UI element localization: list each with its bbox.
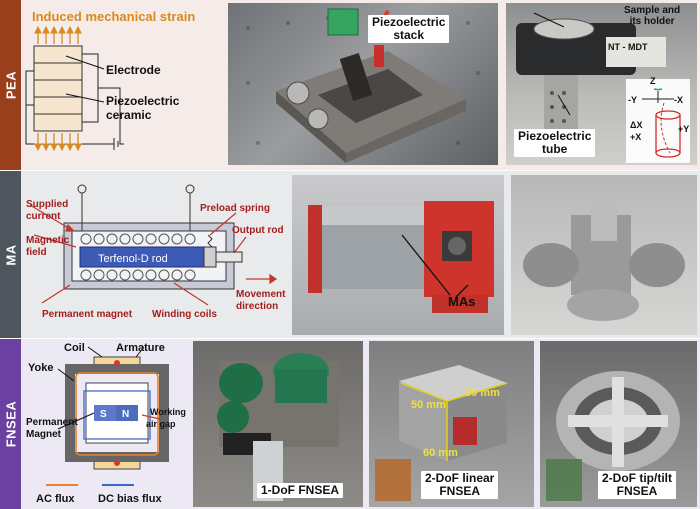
ceramic-label-2: ceramic [106,108,152,122]
pea-title: Induced mechanical strain [32,9,195,24]
axis-plus-y: +Y [678,124,690,134]
electrode-label: Electrode [106,63,161,77]
pea-tag-text: PEA [3,70,18,100]
fnsea-diagram: Coil Armature Yoke Permanent Magnet S N … [26,342,186,505]
n-pole: N [122,409,129,420]
fnsea-2dof-linear-caption: 2-DoF linear FNSEA [421,471,499,500]
ma-tag-text: MA [3,243,18,266]
linear-caption-2: FNSEA [439,484,481,499]
rod-label: Terfenol-D rod [98,253,168,265]
dc-flux-label: DC bias flux [98,493,162,505]
pea-row-tag: PEA [0,0,21,170]
supplied-label-2: current [26,211,61,222]
axis-delta-x: ΔX [630,120,643,130]
working-label-1: Working [150,407,186,417]
fnsea-2dof-tiptilt-photo: 2-DoF tip/tilt FNSEA [540,341,697,507]
pea-diagram: Induced mechanical strain Electrode Piez… [25,9,195,152]
armature-label: Armature [116,342,165,354]
movement-label-2: direction [236,301,278,312]
movement-label-1: Movement [236,289,286,300]
stack-label: Piezoelectric stack [368,15,450,44]
pointer-lines [65,55,105,103]
dim-a: 50 mm [411,399,446,411]
pea-stack-photo: Piezoelectric stack [228,3,498,165]
axis-plus-x: +X [630,132,642,142]
dim-b: 50 mm [465,387,500,399]
axis-z: Z [650,76,656,86]
tiptilt-caption-1: 2-DoF tip/tilt [602,471,672,485]
fnsea-row-tag: FNSEA [0,339,21,509]
coil-label: Coil [64,342,85,354]
supplied-label-1: Supplied [26,199,68,210]
linear-caption-1: 2-DoF linear [425,471,495,485]
fnsea-1dof-caption: 1-DoF FNSEA [257,483,343,499]
ma-row-tag: MA [0,171,21,338]
tube-label-2: tube [542,142,568,157]
sample-label-1: Sample and [624,5,681,16]
piezo-stack-layers [33,45,83,132]
ceramic-label-1: Piezoelectric [106,94,180,108]
sample-label: Sample and its holder [624,5,680,27]
perm-label-1: Permanent [26,417,78,428]
coils-label: Winding coils [152,309,217,320]
pea-tube-photo: NT - MDT Sample and its holder Piezoelec… [506,3,697,165]
ma-actuator-photo: MAs [292,175,504,335]
strain-arrows-top [34,25,82,44]
fnsea-row: FNSEA Coil Armature Yoke Permanent Magne… [0,339,700,509]
dim-c: 60 mm [423,447,458,459]
tiptilt-caption-2: FNSEA [616,484,658,499]
tube-label-1: Piezoelectric [518,129,592,143]
preload-label: Preload spring [200,203,270,214]
stack-label-2: stack [393,28,425,43]
field-label-1: Magnetic [26,235,70,246]
ma-row: MA Terfenol-D rod Supplied current Magne [0,171,700,338]
ma-diagram: Terfenol-D rod Supplied current Magnetic… [26,184,286,320]
ac-flux-label: AC flux [36,493,75,505]
ma-stage-photo [511,175,697,335]
strain-arrows-bottom [34,133,82,152]
ma-label: MAs [448,294,476,309]
brand-plate: NT - MDT [608,42,648,52]
axis-minus-y: -Y [628,95,637,105]
fnsea-1dof-photo: 1-DoF FNSEA [193,341,363,507]
yoke-label: Yoke [28,362,53,374]
winding-coils [80,233,196,281]
axis-minus-x: -X [674,95,683,105]
perm-label-2: Magnet [26,429,62,440]
stack-label-1: Piezoelectric [372,15,446,29]
electrode-wiring [25,53,124,150]
magnet-label: Permanent magnet [42,309,133,320]
fnsea-tiptilt-caption: 2-DoF tip/tilt FNSEA [598,471,676,500]
fnsea-2dof-linear-photo: 50 mm 50 mm 60 mm 2-DoF linear FNSEA [369,341,534,507]
sample-label-2: its holder [629,16,675,27]
output-label: Output rod [232,225,284,236]
fnsea-tag-text: FNSEA [3,400,18,448]
pea-row: PEA [0,0,700,170]
s-pole: S [100,409,107,420]
tube-label: Piezoelectric tube [514,129,596,158]
field-label-2: field [26,247,47,258]
working-label-2: air gap [146,419,176,429]
